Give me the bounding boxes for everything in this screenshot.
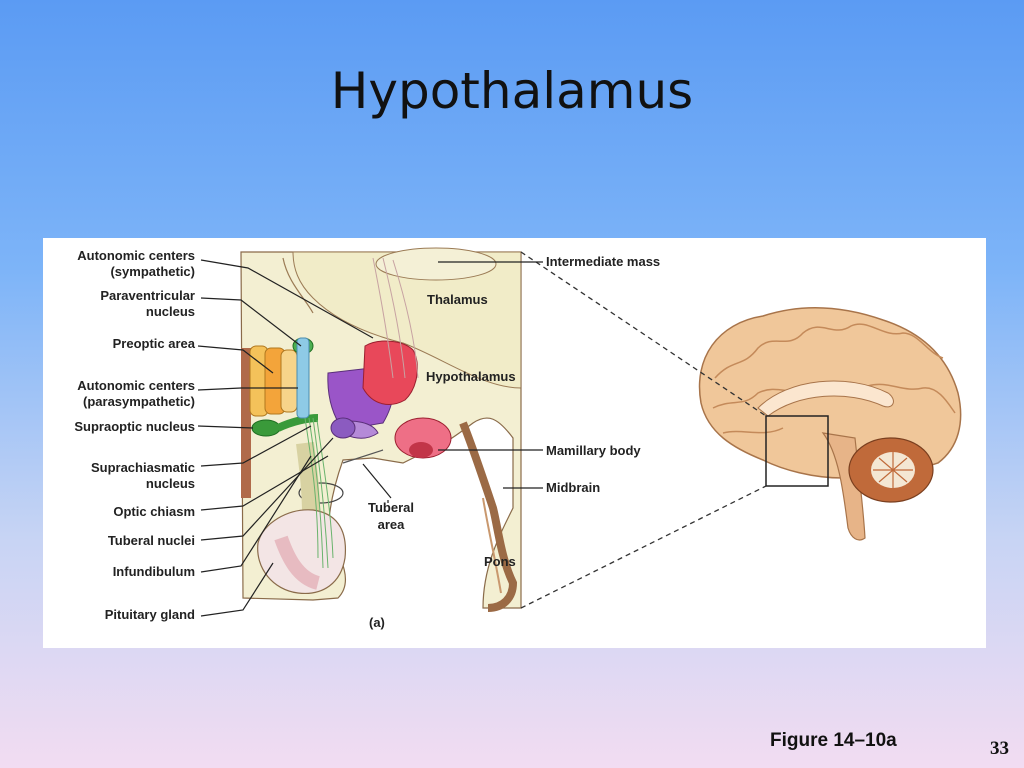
sagittal-section-illustration: [240, 247, 522, 612]
figure-panel: Autonomic centers (sympathetic) Paravent…: [43, 238, 986, 648]
label-autonomic-sympathetic-2: (sympathetic): [110, 264, 195, 279]
label-preoptic-area: Preoptic area: [113, 336, 196, 351]
label-autonomic-sympathetic-1: Autonomic centers: [77, 248, 195, 263]
label-intermediate-mass: Intermediate mass: [546, 254, 660, 269]
label-tuberal-area-1: Tuberal: [368, 500, 414, 515]
label-suprachiasmatic-2: nucleus: [146, 476, 195, 491]
label-thalamus: Thalamus: [427, 292, 488, 307]
label-supraoptic-nucleus: Supraoptic nucleus: [74, 419, 195, 434]
whole-brain-illustration: [698, 306, 962, 541]
slide-number: 33: [990, 738, 1009, 759]
label-tuberal-area-2: area: [378, 517, 406, 532]
label-mamillary-body: Mamillary body: [546, 443, 641, 458]
label-optic-chiasm: Optic chiasm: [113, 504, 195, 519]
hypothalamus-diagram: Autonomic centers (sympathetic) Paravent…: [74, 247, 962, 630]
label-suprachiasmatic-1: Suprachiasmatic: [91, 460, 195, 475]
slide-title: Hypothalamus: [330, 62, 694, 120]
panel-label: (a): [369, 615, 385, 630]
label-pons: Pons: [484, 554, 516, 569]
label-infundibulum: Infundibulum: [113, 564, 195, 579]
label-autonomic-parasympathetic-1: Autonomic centers: [77, 378, 195, 393]
figure-caption: Figure 14–10a: [770, 730, 897, 751]
leader-lines: [197, 259, 543, 617]
label-pituitary-gland: Pituitary gland: [105, 607, 195, 622]
label-paraventricular-1: Paraventricular: [100, 288, 195, 303]
label-tuberal-nuclei: Tuberal nuclei: [108, 533, 195, 548]
zoom-line-bottom: [520, 485, 767, 609]
label-midbrain: Midbrain: [546, 480, 600, 495]
zoom-line-top: [520, 251, 767, 417]
label-paraventricular-2: nucleus: [146, 304, 195, 319]
label-hypothalamus: Hypothalamus: [426, 369, 516, 384]
label-autonomic-parasympathetic-2: (parasympathetic): [83, 394, 195, 409]
